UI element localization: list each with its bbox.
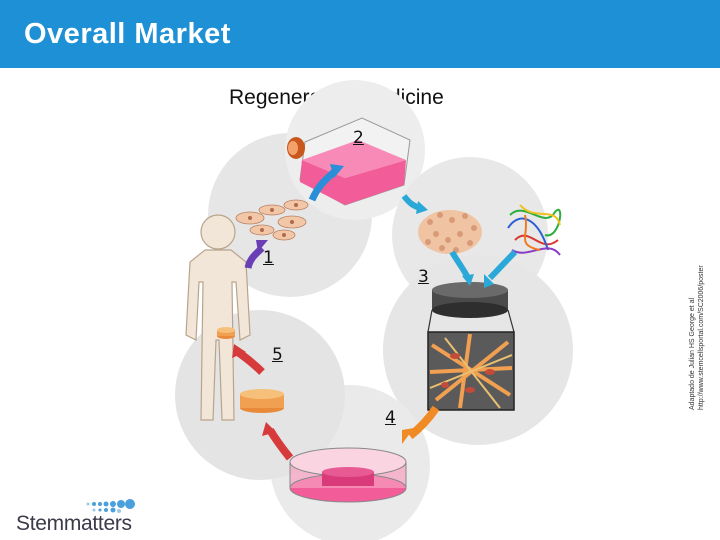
step-label-3: 3 — [418, 267, 429, 287]
engineered-tissue-disc — [240, 389, 284, 413]
isolated-cells-illustration — [235, 199, 309, 241]
expanded-cells-cluster — [418, 210, 482, 254]
implant-site-tissue — [217, 327, 235, 339]
step-label-5: 5 — [272, 345, 283, 365]
culture-dish-illustration — [289, 447, 407, 503]
logo-text: Stemmatters — [16, 512, 132, 535]
credit-line-1: Adaptado de Julian HS George et al — [689, 297, 696, 410]
step-label-4: 4 — [385, 408, 396, 428]
arrow-fibers-to-scaffold — [487, 249, 518, 281]
credit-line-2: http://www.stemcellsportal.com/SC2006/po… — [698, 265, 705, 410]
slide-title: Overall Market — [24, 18, 231, 50]
logo-dots-icon — [86, 499, 135, 513]
source-credit: Adaptado de Julian HS George et al http:… — [688, 110, 706, 410]
step-label-1: 1 — [263, 248, 274, 268]
scaffold-magnified-view — [427, 309, 515, 411]
arrow-step-1 — [244, 245, 265, 269]
process-arrows — [232, 164, 518, 461]
arrow-step-2 — [308, 169, 337, 202]
biomaterial-fibers — [507, 204, 562, 256]
stemmatters-logo: Stemmatters — [14, 498, 144, 538]
step-label-2: 2 — [353, 128, 364, 148]
culture-flask-illustration — [287, 117, 411, 206]
arrow-step-4 — [407, 405, 440, 440]
scaffold-cylinder — [432, 282, 508, 318]
header-bar: Overall Market — [0, 0, 720, 68]
